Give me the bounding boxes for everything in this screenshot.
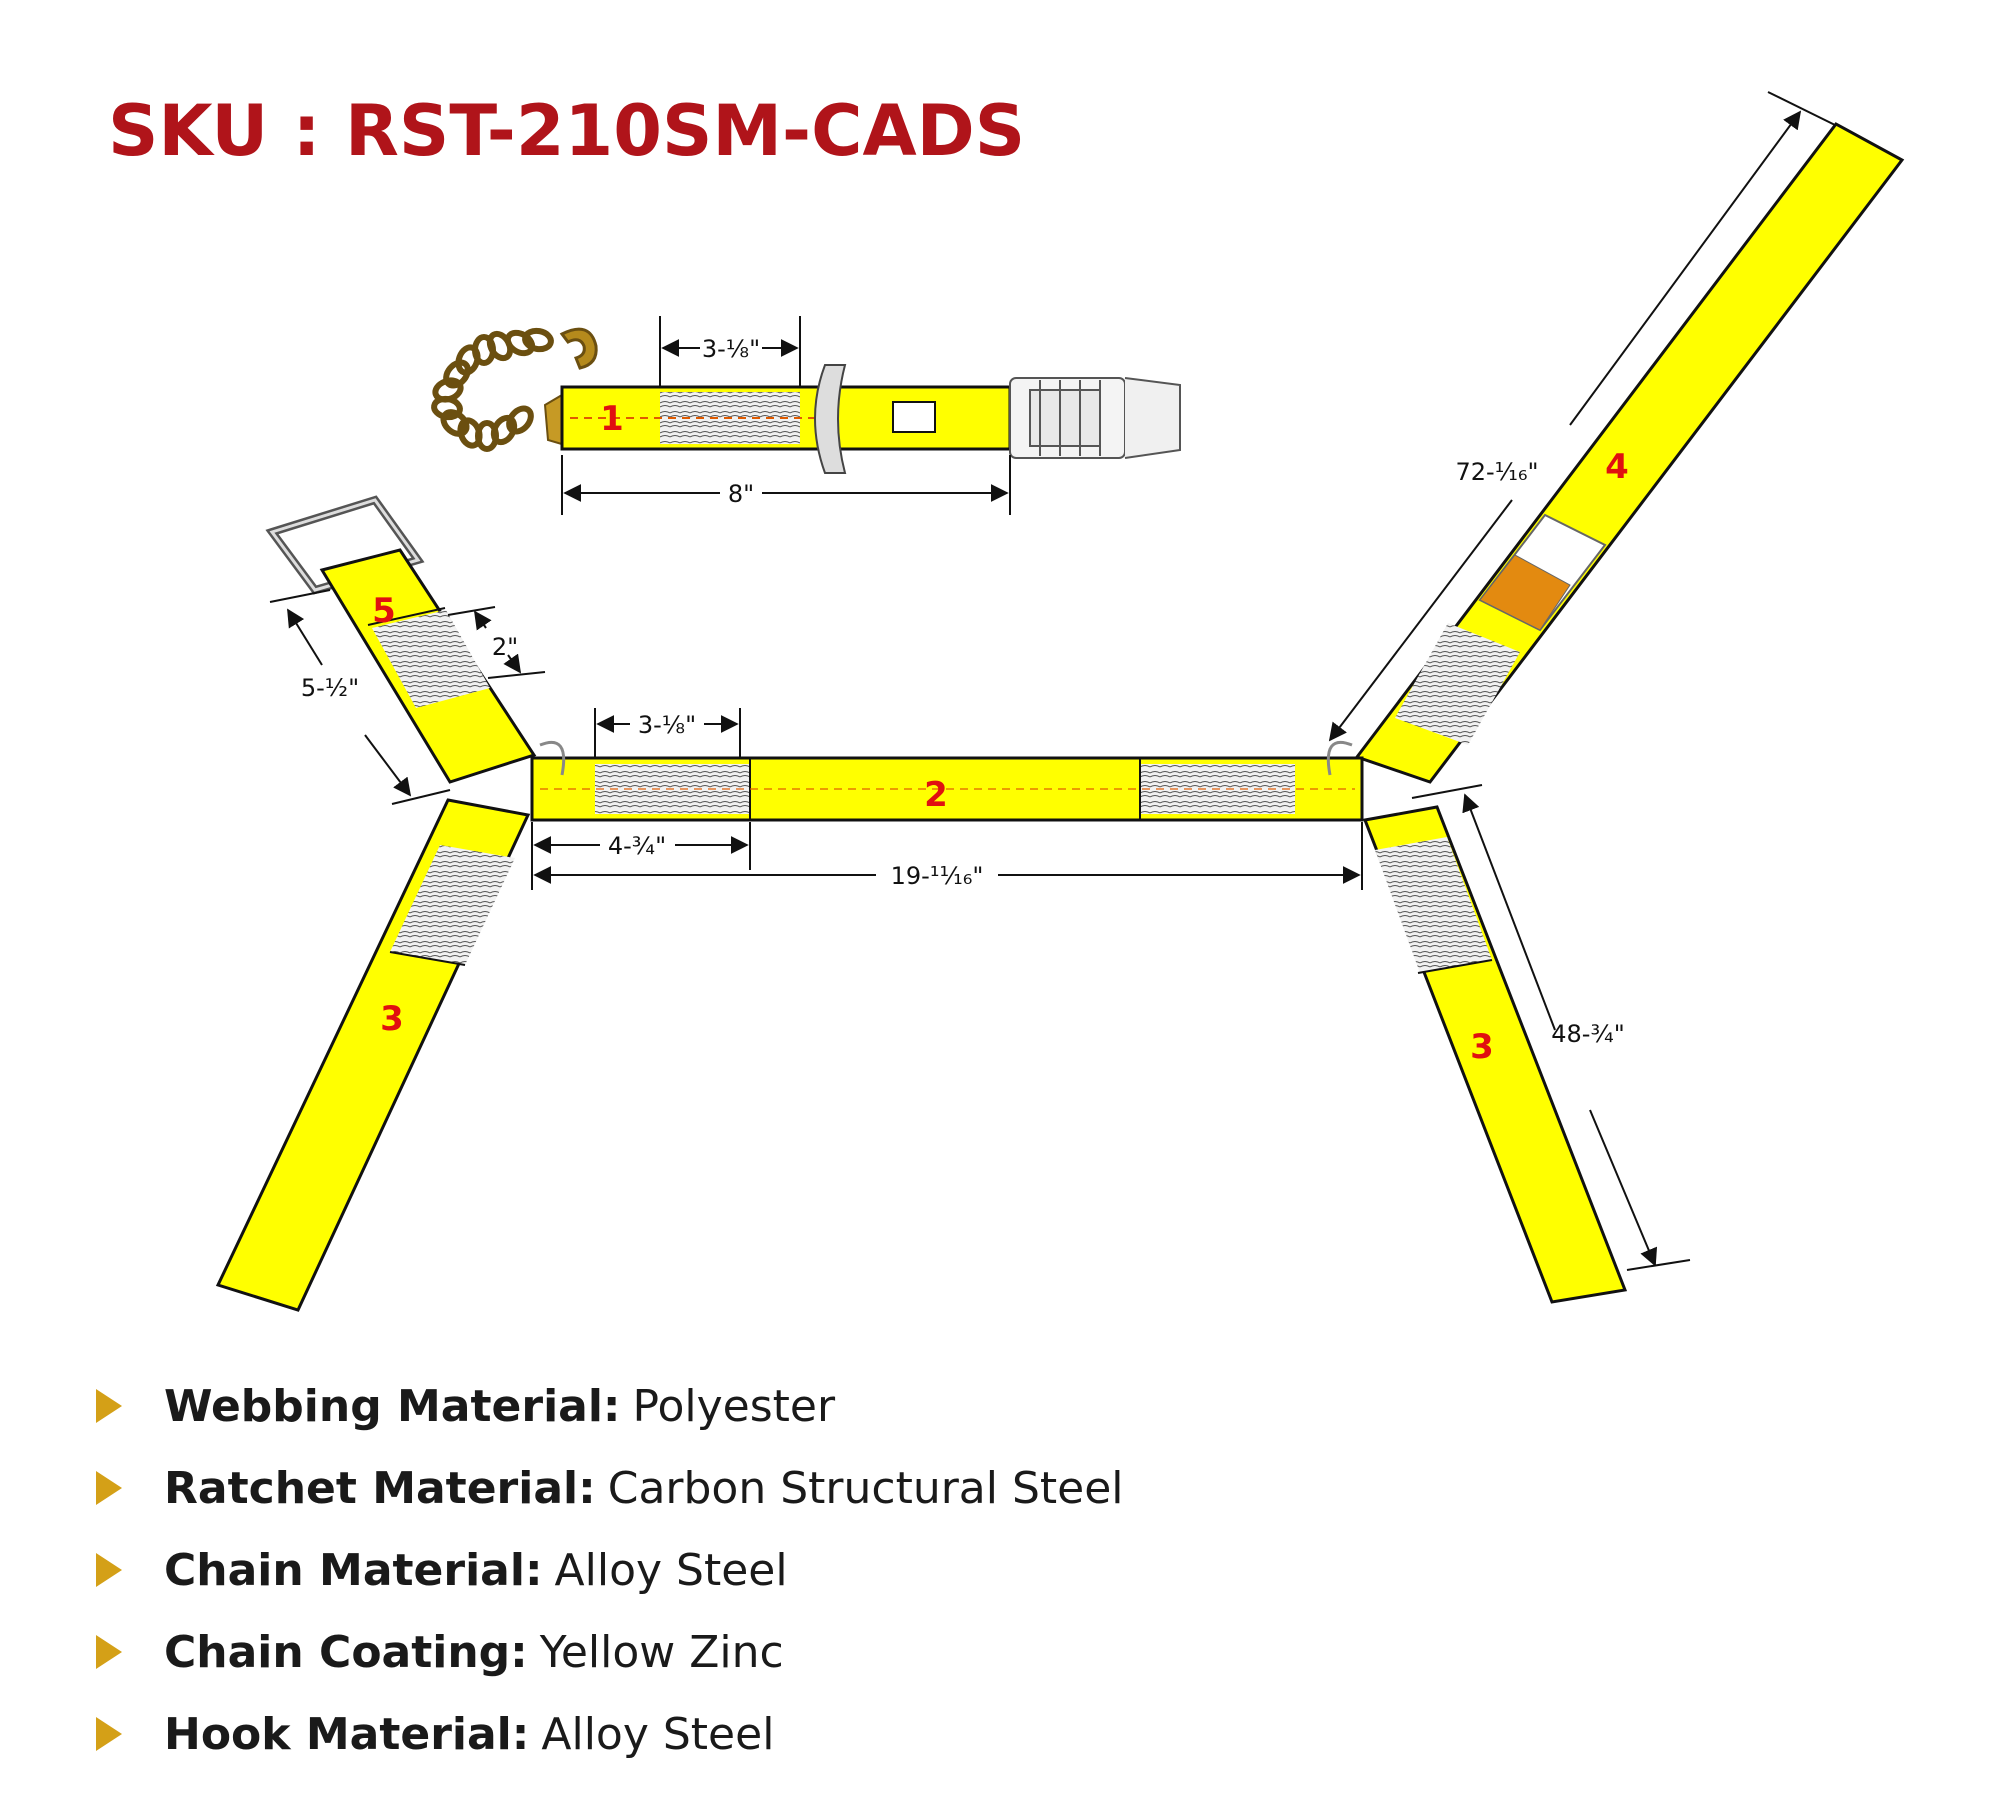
dimension-label: 3-⅛" xyxy=(638,711,696,739)
spec-list: Webbing Material: Polyester Ratchet Mate… xyxy=(96,1365,1124,1775)
bullet-arrow-icon xyxy=(96,1471,122,1505)
spec-label: Webbing Material: xyxy=(164,1380,621,1432)
sku-title: SKU : RST-210SM-CADS xyxy=(108,90,1026,172)
spec-item-ratchet: Ratchet Material: Carbon Structural Stee… xyxy=(96,1447,1124,1529)
segment-number: 3 xyxy=(380,999,404,1039)
bullet-arrow-icon xyxy=(96,1717,122,1751)
harness-assembly: 4 3 3 5 2 xyxy=(215,122,1905,1312)
stitch-panel xyxy=(1395,623,1520,745)
hook-icon xyxy=(559,327,598,370)
dimension-label: 3-⅛" xyxy=(702,335,760,363)
spec-item-chain-coating: Chain Coating: Yellow Zinc xyxy=(96,1611,1124,1693)
d-ring-icon xyxy=(1326,740,1353,776)
dimension-label: 8" xyxy=(728,480,754,508)
ratchet-icon xyxy=(814,364,1181,474)
segment-number: 3 xyxy=(1470,1027,1494,1067)
spec-value: Alloy Steel xyxy=(541,1708,775,1760)
spec-item-hook: Hook Material: Alloy Steel xyxy=(96,1693,1124,1775)
segment-number: 5 xyxy=(372,591,396,631)
bullet-arrow-icon xyxy=(96,1389,122,1423)
strap-4 xyxy=(1354,122,1905,784)
bullet-arrow-icon xyxy=(96,1553,122,1587)
strap-diagram: 1 3-⅛" 8" 4 3 3 xyxy=(215,91,1905,1312)
segment-number: 1 xyxy=(600,399,624,439)
chain-icon xyxy=(431,327,554,452)
spec-item-webbing: Webbing Material: Polyester xyxy=(96,1365,1124,1447)
spec-label: Chain Coating: xyxy=(164,1626,528,1678)
segment-number: 2 xyxy=(924,775,948,815)
stitch-panel xyxy=(1375,837,1492,973)
spec-value: Polyester xyxy=(632,1380,836,1432)
stitch-panel xyxy=(390,845,515,965)
dimension-label: 4-¾" xyxy=(608,832,666,860)
dimension-label: 48-¾" xyxy=(1551,1020,1625,1048)
spec-label: Hook Material: xyxy=(164,1708,530,1760)
dimension-label: 19-¹¹⁄₁₆" xyxy=(891,862,984,890)
dimension-lines xyxy=(269,91,1836,1271)
d-ring-icon xyxy=(539,740,566,776)
dimension-label: 72-¹⁄₁₆" xyxy=(1455,458,1538,486)
dimension-label: 2" xyxy=(492,633,518,661)
warning-label xyxy=(1478,513,1607,632)
dimension-label: 5-½" xyxy=(301,674,359,702)
spec-label: Ratchet Material: xyxy=(164,1462,596,1514)
spec-item-chain: Chain Material: Alloy Steel xyxy=(96,1529,1124,1611)
segment-number: 4 xyxy=(1605,447,1629,487)
stitch-panel xyxy=(372,610,490,708)
top-strap-assembly: 1 3-⅛" 8" xyxy=(431,316,1181,515)
spec-value: Yellow Zinc xyxy=(539,1626,784,1678)
spec-value: Carbon Structural Steel xyxy=(607,1462,1124,1514)
spec-value: Alloy Steel xyxy=(554,1544,788,1596)
ring-icon xyxy=(265,495,425,595)
bullet-arrow-icon xyxy=(96,1635,122,1669)
spec-label: Chain Material: xyxy=(164,1544,543,1596)
